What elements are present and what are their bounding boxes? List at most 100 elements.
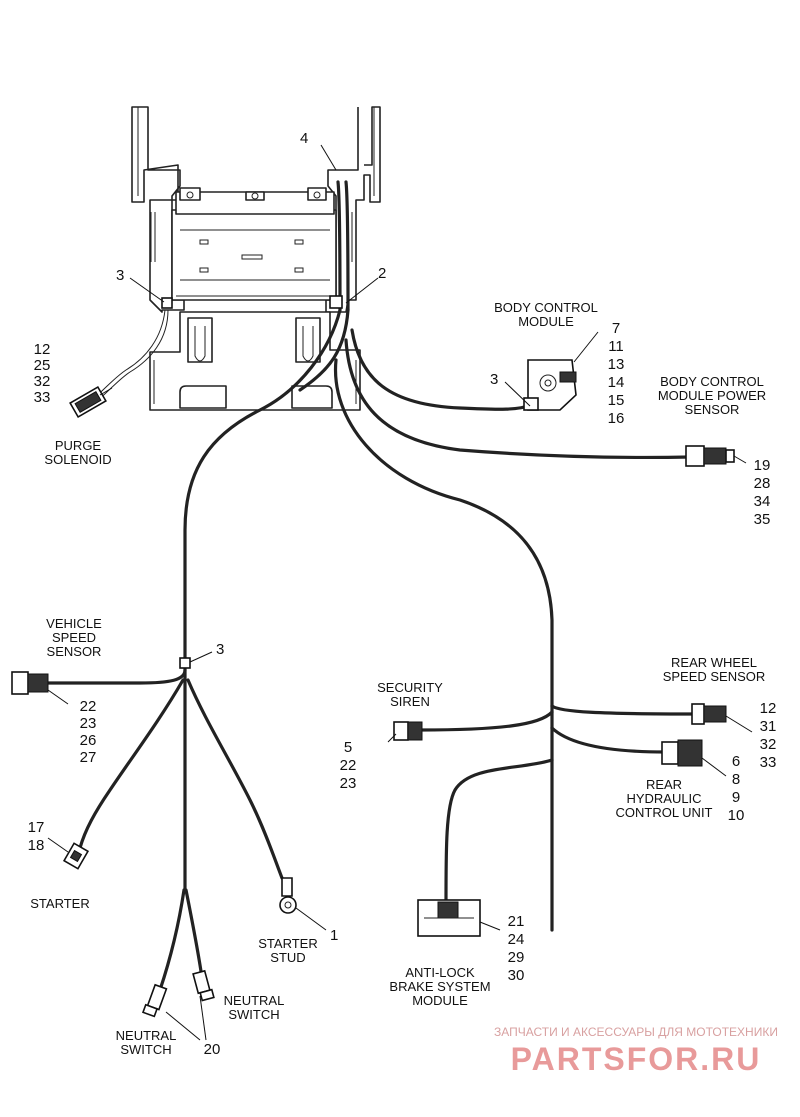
svg-text:15: 15: [608, 392, 625, 409]
svg-text:SPEED SENSOR: SPEED SENSOR: [663, 669, 766, 684]
svg-text:13: 13: [608, 356, 625, 373]
starter-stud-terminal: [279, 877, 297, 914]
vss-numbers: 22 23 26 27: [80, 698, 97, 766]
svg-text:10: 10: [728, 807, 745, 824]
svg-text:STUD: STUD: [270, 950, 305, 965]
rear-hcu-connector: [661, 739, 703, 767]
svg-text:SECURITY: SECURITY: [377, 680, 443, 695]
svg-text:MODULE: MODULE: [518, 314, 574, 329]
svg-text:32: 32: [760, 736, 777, 753]
watermark: ЗАПЧАСТИ И АКСЕССУАРЫ ДЛЯ МОТОТЕХНИКИ PA…: [494, 1025, 778, 1077]
svg-text:NEUTRAL: NEUTRAL: [224, 993, 285, 1008]
label-neutral-switch-right: NEUTRAL SWITCH: [224, 993, 285, 1022]
bcm-callout-numbers: 7 11 13 14 15 16: [608, 320, 625, 427]
svg-text:22: 22: [80, 698, 97, 715]
harness-wires: [42, 180, 697, 992]
svg-text:12: 12: [760, 700, 777, 717]
svg-text:30: 30: [508, 967, 525, 984]
svg-text:17: 17: [28, 819, 45, 836]
svg-text:11: 11: [608, 338, 624, 355]
svg-text:BODY CONTROL: BODY CONTROL: [494, 300, 598, 315]
callout-3-harness: 3: [216, 641, 224, 658]
svg-text:29: 29: [508, 949, 525, 966]
svg-text:22: 22: [340, 757, 357, 774]
svg-text:CONTROL UNIT: CONTROL UNIT: [615, 805, 712, 820]
svg-text:23: 23: [80, 715, 97, 732]
rear-wheel-speed-sensor-connector: [691, 703, 727, 725]
svg-text:9: 9: [732, 789, 740, 806]
svg-text:SIREN: SIREN: [390, 694, 430, 709]
svg-text:12: 12: [34, 341, 51, 358]
label-abs-module: ANTI-LOCK BRAKE SYSTEM MODULE: [389, 965, 490, 1008]
neutral-switch-terminals: [141, 969, 215, 1018]
svg-text:19: 19: [754, 457, 771, 474]
harness-clips: [161, 295, 343, 669]
svg-text:BODY CONTROL: BODY CONTROL: [660, 374, 764, 389]
svg-text:27: 27: [80, 749, 97, 766]
label-starter-stud: STARTER STUD: [258, 936, 317, 965]
starter-numbers: 17 18: [28, 819, 45, 854]
svg-text:BRAKE SYSTEM: BRAKE SYSTEM: [389, 979, 490, 994]
svg-text:34: 34: [754, 493, 771, 510]
svg-text:18: 18: [28, 837, 45, 854]
svg-text:24: 24: [508, 931, 525, 948]
svg-text:31: 31: [760, 718, 777, 735]
svg-text:33: 33: [760, 754, 777, 771]
callout-20: 20: [204, 1041, 221, 1058]
svg-text:25: 25: [34, 357, 51, 374]
purge-solenoid-connector: [69, 385, 107, 419]
svg-text:SPEED: SPEED: [52, 630, 96, 645]
security-siren-connector: [393, 721, 423, 741]
leader-lines: [47, 144, 753, 1041]
label-security-siren: SECURITY SIREN: [377, 680, 443, 709]
svg-text:28: 28: [754, 475, 771, 492]
svg-text:35: 35: [754, 511, 771, 528]
svg-text:32: 32: [34, 373, 51, 390]
svg-text:21: 21: [508, 913, 525, 930]
svg-text:6: 6: [732, 753, 740, 770]
svg-text:PURGE: PURGE: [55, 438, 102, 453]
abs-module-connector: [417, 899, 481, 937]
vehicle-speed-sensor-connector: [11, 671, 49, 695]
svg-text:33: 33: [34, 389, 51, 406]
bcm-power-sensor-numbers: 19 28 34 35: [754, 457, 771, 528]
label-neutral-switch-left: NEUTRAL SWITCH: [116, 1028, 177, 1057]
svg-text:STARTER: STARTER: [258, 936, 317, 951]
svg-text:16: 16: [608, 410, 625, 427]
callout-frame-top: 4: [300, 130, 308, 147]
svg-text:23: 23: [340, 775, 357, 792]
callout-3-left: 3: [116, 267, 124, 284]
svg-text:14: 14: [608, 374, 625, 391]
svg-text:SOLENOID: SOLENOID: [44, 452, 111, 467]
callout-2: 2: [378, 265, 386, 282]
rear-wheel-speed-numbers: 12 31 32 33: [760, 700, 777, 771]
svg-text:SWITCH: SWITCH: [120, 1042, 171, 1057]
callout-3-bcm: 3: [490, 371, 498, 388]
label-rear-hcu: REAR HYDRAULIC CONTROL UNIT: [615, 777, 712, 820]
frame-assembly: [131, 106, 381, 411]
abs-numbers: 21 24 29 30: [508, 913, 525, 984]
callout-4: 4: [300, 130, 308, 147]
svg-text:REAR WHEEL: REAR WHEEL: [671, 655, 757, 670]
siren-numbers: 5 22 23: [340, 739, 357, 792]
svg-text:SWITCH: SWITCH: [228, 1007, 279, 1022]
svg-text:HYDRAULIC: HYDRAULIC: [626, 791, 701, 806]
svg-text:MODULE POWER: MODULE POWER: [658, 388, 766, 403]
watermark-logo: PARTSFOR.RU: [511, 1041, 762, 1077]
svg-text:5: 5: [344, 739, 352, 756]
svg-text:REAR: REAR: [646, 777, 682, 792]
svg-text:MODULE: MODULE: [412, 993, 468, 1008]
svg-text:26: 26: [80, 732, 97, 749]
label-purge-solenoid: PURGE SOLENOID: [44, 438, 111, 467]
svg-text:7: 7: [612, 320, 620, 337]
svg-text:VEHICLE: VEHICLE: [46, 616, 102, 631]
label-body-control-module: BODY CONTROL MODULE: [494, 300, 598, 329]
body-control-module: [523, 359, 577, 411]
svg-text:ANTI-LOCK: ANTI-LOCK: [405, 965, 475, 980]
purge-numbers: 12 25 32 33: [34, 341, 51, 406]
svg-text:NEUTRAL: NEUTRAL: [116, 1028, 177, 1043]
label-rear-wheel-speed-sensor: REAR WHEEL SPEED SENSOR: [663, 655, 766, 684]
bcm-power-sensor-connector: [685, 445, 735, 467]
label-bcm-power-sensor: BODY CONTROL MODULE POWER SENSOR: [658, 374, 766, 417]
